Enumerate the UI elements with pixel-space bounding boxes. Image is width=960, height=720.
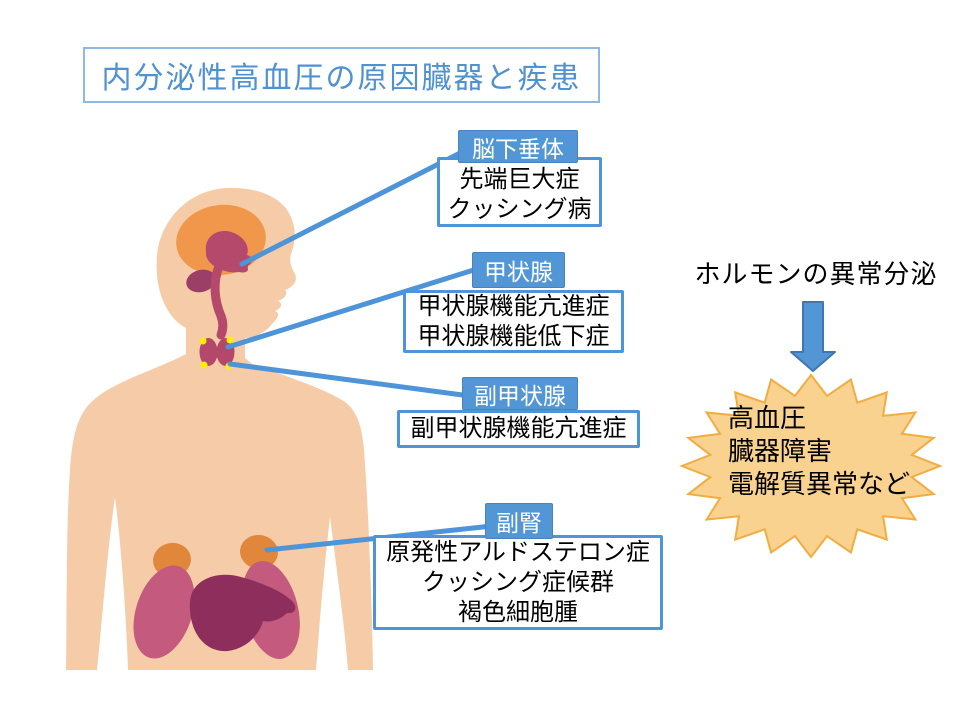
effect-item: 高血圧 [728, 403, 807, 433]
hormone-cause-text: ホルモンの異常分泌 [694, 258, 938, 289]
disease-item: 甲状腺機能亢進症 [417, 292, 610, 320]
effects-list: 高血圧 臓器障害 電解質異常など [728, 402, 910, 501]
down-arrow-icon [790, 301, 836, 372]
disease-item: クッシング症候群 [422, 568, 614, 596]
disease-item: 褐色細胞腫 [458, 598, 578, 626]
connector-line-thyroid [225, 265, 483, 350]
disease-item: 原発性アルドステロン症 [386, 538, 650, 566]
disease-box-pituitary: 先端巨大症 クッシング病 [437, 157, 602, 227]
connector-line-pituitary [239, 146, 471, 267]
effect-item: 電解質異常など [728, 469, 911, 499]
adrenal-right-icon [240, 534, 278, 570]
disease-item: 副甲状腺機能亢進症 [410, 415, 627, 442]
organ-tag-adrenal: 副腎 [485, 503, 553, 539]
disease-item: クッシング病 [447, 196, 592, 223]
kidney-left-icon [133, 565, 195, 659]
organ-tag-pituitary: 脳下垂体 [458, 130, 578, 163]
cerebellum-icon [186, 269, 216, 293]
disease-item: 先端巨大症 [459, 166, 580, 193]
pancreas-icon [189, 574, 296, 652]
body-silhouette [66, 187, 373, 670]
brainstem-icon [210, 261, 228, 340]
organ-tag-thyroid: 甲状腺 [472, 252, 565, 288]
disease-item: 甲状腺機能低下症 [417, 322, 610, 350]
connector-line-parathyroid [227, 361, 473, 399]
starburst-icon [679, 373, 943, 559]
disease-box-thyroid: 甲状腺機能亢進症 甲状腺機能低下症 [403, 290, 624, 353]
effect-item: 臓器障害 [728, 436, 833, 466]
disease-box-adrenal: 原発性アルドステロン症 クッシング症候群 褐色細胞腫 [373, 535, 663, 630]
organ-tag-parathyroid: 副甲状腺 [462, 377, 578, 410]
disease-box-parathyroid: 副甲状腺機能亢進症 [397, 410, 640, 448]
page-title: 内分泌性高血圧の原因臓器と疾患 [83, 47, 600, 103]
